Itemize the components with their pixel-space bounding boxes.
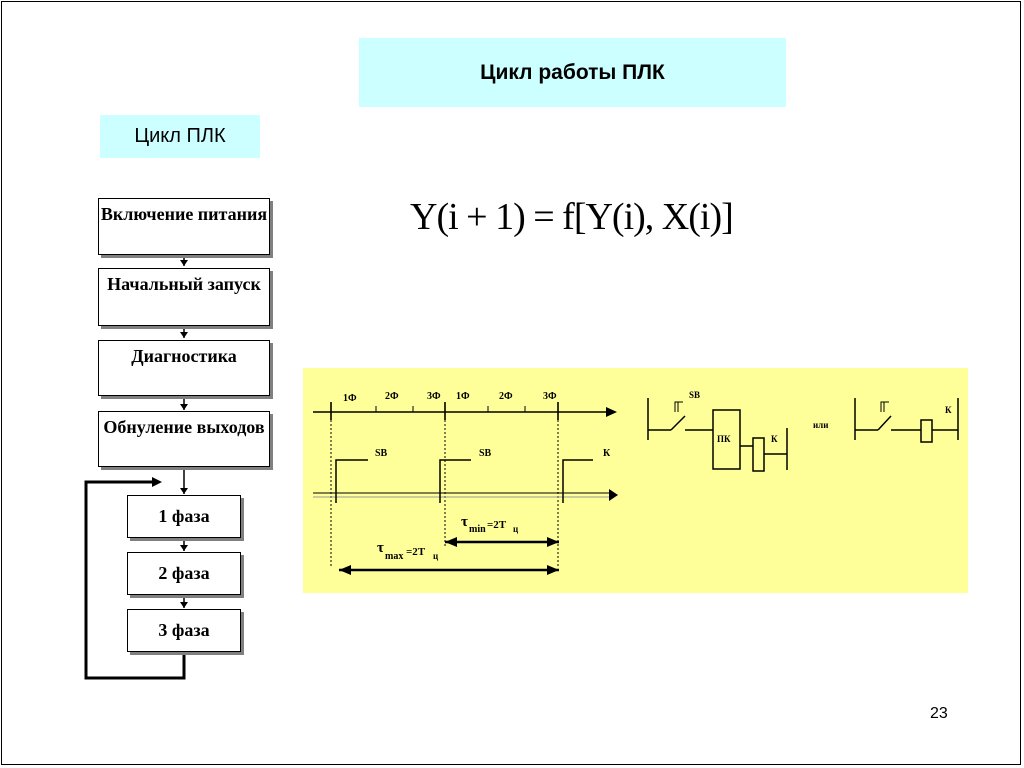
tau-min-subscript: min: [469, 524, 486, 535]
sb-contact: [670, 415, 686, 431]
flow-box-phase-3: 3 фаза: [127, 609, 241, 652]
sb-label-2: SB: [479, 448, 492, 459]
ladder-plc-label: ПК: [717, 434, 731, 444]
tau-max-arrowhead-right: [547, 565, 559, 575]
flow-box-phase-2: 2 фаза: [127, 552, 241, 595]
flow-box-power-on: Включение питания: [98, 198, 270, 255]
arrowhead-6: [180, 602, 188, 608]
arrowhead-4: [180, 488, 188, 494]
flow-label-phase-2: 2 фаза: [158, 563, 210, 583]
phase-label-3: 3Ф: [427, 391, 441, 402]
sb-pulse-1: [335, 459, 368, 503]
loop-arrowhead: [152, 477, 162, 487]
ladder-diagram-1: [647, 398, 788, 472]
flow-box-phase-1: 1 фаза: [127, 495, 241, 538]
cycle-formula: Y(i + 1) = f[Y(i), X(i)]: [410, 196, 734, 238]
sb-pulse-2: [439, 459, 471, 503]
flow-label-diagnostics: Диагностика: [131, 346, 237, 366]
ladder-sb-label: SB: [689, 390, 700, 400]
arrowhead-3: [180, 404, 188, 410]
or-label: или: [813, 420, 828, 430]
flow-label-phase-1: 1 фаза: [158, 506, 210, 526]
k-label: К: [603, 448, 611, 459]
slide-subtitle: Цикл ПЛК: [100, 115, 260, 158]
flow-label-phase-3: 3 фаза: [158, 620, 210, 640]
arrowhead-2: [180, 332, 188, 338]
tau-max-subscript-c: ц: [433, 551, 439, 561]
tau-max-symbol: τ: [377, 540, 384, 556]
tau-min-arrowhead-left: [445, 537, 457, 547]
k-pulse: [562, 459, 593, 503]
flow-label-power-on: Включение питания: [100, 204, 268, 224]
slide-title: Цикл работы ПЛК: [359, 38, 786, 107]
timing-diagram: 1Ф 2Ф 3Ф 1Ф 2Ф 3Ф: [313, 390, 959, 575]
plc-block: [712, 409, 741, 470]
page-number: 23: [930, 705, 948, 722]
tau-max-arrowhead-left: [339, 565, 351, 575]
tau-max-equation: =2Т: [406, 546, 426, 558]
phase-label-5: 2Ф: [499, 391, 513, 402]
sb2-pushbutton-symbol: [880, 401, 889, 412]
k2-coil: [920, 419, 933, 443]
ladder-diagram-2: [854, 398, 959, 443]
flow-box-reset-outputs: Обнуление выходов: [98, 411, 270, 467]
flow-label-reset-outputs: Обнуление выходов: [103, 417, 265, 437]
loop-back-line: [84, 480, 186, 680]
time-axis-arrowhead: [606, 407, 617, 417]
phase-label-4: 1Ф: [456, 391, 470, 402]
k-coil: [752, 437, 765, 472]
flow-box-diagnostics: Диагностика: [98, 340, 270, 396]
timing-panel: 1Ф 2Ф 3Ф 1Ф 2Ф 3Ф: [303, 368, 968, 593]
tau-min-arrowhead-right: [547, 537, 559, 547]
sb-pushbutton-symbol: [674, 401, 683, 412]
phase-label-1: 1Ф: [343, 393, 357, 404]
ladder-k2-label: К: [945, 405, 952, 415]
phase-label-2: 2Ф: [385, 391, 399, 402]
signal-axis-arrowhead: [609, 489, 618, 501]
tau-min-subscript-c: ц: [513, 524, 519, 534]
arrowhead-5: [180, 545, 188, 551]
phase-label-6: 3Ф: [543, 391, 557, 402]
tau-min-symbol: τ: [461, 514, 468, 530]
arrowhead-1: [180, 260, 188, 266]
tau-max-subscript: max: [385, 551, 403, 562]
ladder-k-label: К: [771, 434, 778, 444]
sb2-contact: [877, 415, 892, 431]
tau-min-equation: =2Т: [487, 519, 507, 531]
sb-label-1: SB: [375, 448, 388, 459]
flow-label-initial-start: Начальный запуск: [107, 274, 261, 294]
flow-box-initial-start: Начальный запуск: [98, 268, 270, 326]
